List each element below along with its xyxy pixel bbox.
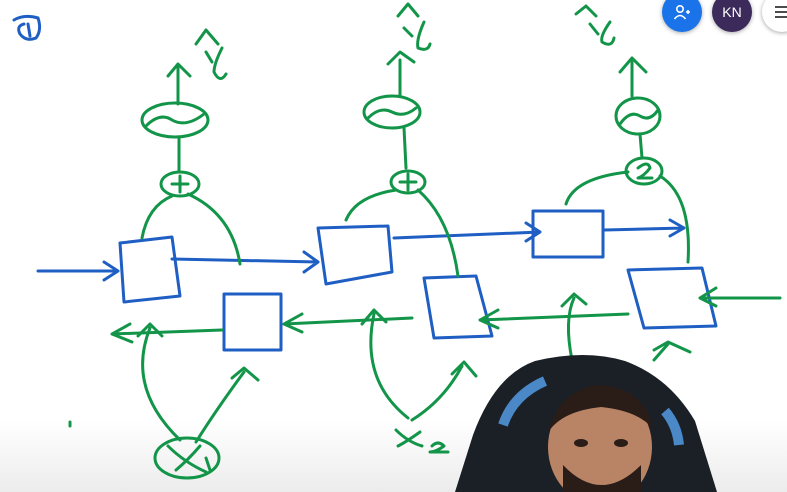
forward-arrow-2	[392, 221, 542, 243]
sum-node-3	[624, 156, 664, 186]
backward-arrow-out	[110, 322, 224, 344]
share-button[interactable]	[662, 0, 702, 32]
activation-node-2	[362, 94, 422, 130]
activation-node-3	[614, 96, 662, 136]
forward-cell-3	[531, 209, 605, 259]
backward-cell-1	[222, 292, 283, 352]
activation-node-1	[140, 101, 210, 139]
forward-arrow-1	[170, 250, 320, 274]
user-avatar[interactable]: KN	[712, 0, 752, 32]
backward-cell-2	[422, 274, 494, 340]
backward-arrow-in	[698, 286, 782, 308]
forward-cell-1	[118, 235, 182, 304]
presenter-webcam-overlay	[455, 355, 717, 492]
input-node-1	[153, 436, 221, 480]
sum-node-2	[389, 169, 427, 195]
forward-arrow-in	[36, 260, 120, 282]
forward-arrow-3	[602, 218, 686, 238]
whiteboard-logo-icon[interactable]	[12, 14, 42, 41]
person-add-icon	[673, 4, 690, 20]
backward-cell-3	[626, 266, 718, 330]
backward-arrow-2	[478, 308, 630, 330]
backward-arrow-1	[282, 312, 414, 334]
output-label-3: ^y	[580, 18, 581, 21]
forward-cell-2	[316, 224, 394, 286]
hamburger-menu-icon	[775, 6, 787, 18]
output-label-2: ^y	[400, 18, 401, 21]
menu-button[interactable]	[762, 0, 787, 32]
